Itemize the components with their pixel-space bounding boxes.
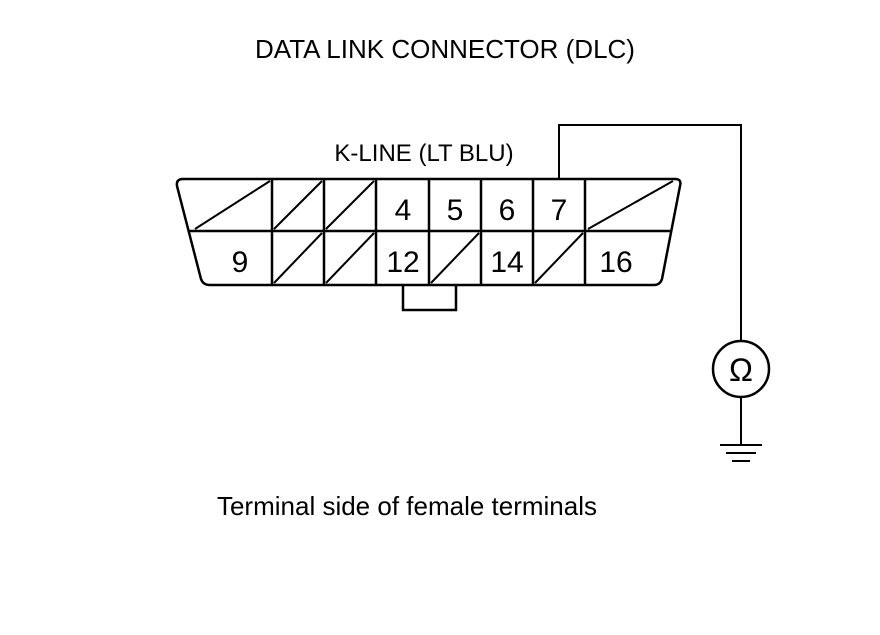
connector-key-tab xyxy=(401,285,458,312)
pin-12-label: 12 xyxy=(386,246,419,279)
blank-pin-slash xyxy=(430,232,480,284)
pin-9-label: 9 xyxy=(232,246,249,279)
k-line-label: K-LINE (LT BLU) xyxy=(334,140,513,167)
pin-4-label: 4 xyxy=(395,194,412,227)
pin-7-label: 7 xyxy=(551,194,568,227)
blank-pin-slash xyxy=(273,232,323,284)
ohm-symbol: Ω xyxy=(729,352,753,388)
connector-outline xyxy=(175,177,682,287)
pin-5-label: 5 xyxy=(447,194,464,227)
pin-6-label: 6 xyxy=(499,194,516,227)
diagram-title: DATA LINK CONNECTOR (DLC) xyxy=(255,34,635,64)
blank-pin-slash xyxy=(587,180,674,230)
blank-pin-slash xyxy=(273,180,323,230)
blank-cells-bottom xyxy=(273,232,584,284)
dlc-connector xyxy=(175,177,682,312)
blank-pin-slash xyxy=(325,180,375,230)
blank-cells-top xyxy=(194,180,674,230)
pin-16-label: 16 xyxy=(599,246,632,279)
pin-14-label: 14 xyxy=(490,246,523,279)
blank-pin-slash xyxy=(534,232,584,284)
ground-icon xyxy=(720,444,762,462)
blank-pin-slash xyxy=(194,180,271,230)
blank-pin-slash xyxy=(325,232,375,284)
diagram-caption: Terminal side of female terminals xyxy=(217,491,597,521)
ohmmeter-icon: Ω xyxy=(711,339,771,399)
k-line-wire xyxy=(558,124,742,341)
